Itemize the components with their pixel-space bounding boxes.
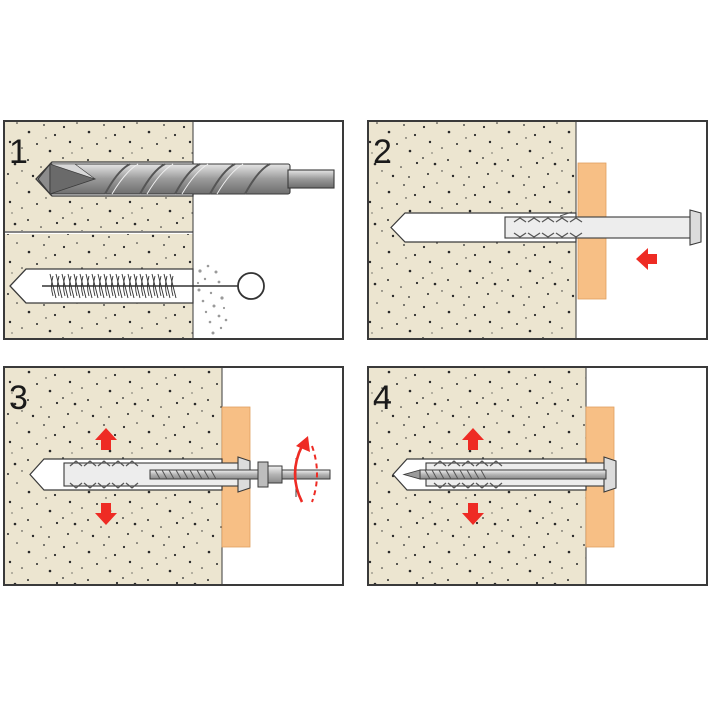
step-number-2: 2 — [373, 133, 392, 171]
rotation-arrow-icon — [293, 436, 318, 503]
red-arrow-icon — [95, 428, 117, 525]
red-arrow-icon — [462, 428, 484, 525]
red-arrow-icon — [636, 248, 657, 270]
screw-icon — [402, 469, 607, 480]
step-number-3: 3 — [9, 379, 28, 417]
step-number-1: 1 — [9, 133, 28, 171]
panel-step-4: 4 — [367, 366, 708, 586]
panel-step-2: 2 — [367, 120, 708, 340]
dust-particles — [196, 264, 228, 335]
step-number-4: 4 — [373, 379, 392, 417]
screw-icon — [149, 458, 331, 497]
cleaning-brush-icon — [42, 272, 265, 300]
drill-bit-icon — [37, 162, 335, 196]
frame-plug-icon — [504, 209, 702, 246]
panel-step-1: 1 — [3, 120, 344, 340]
panel-step-3: 3 — [3, 366, 344, 586]
